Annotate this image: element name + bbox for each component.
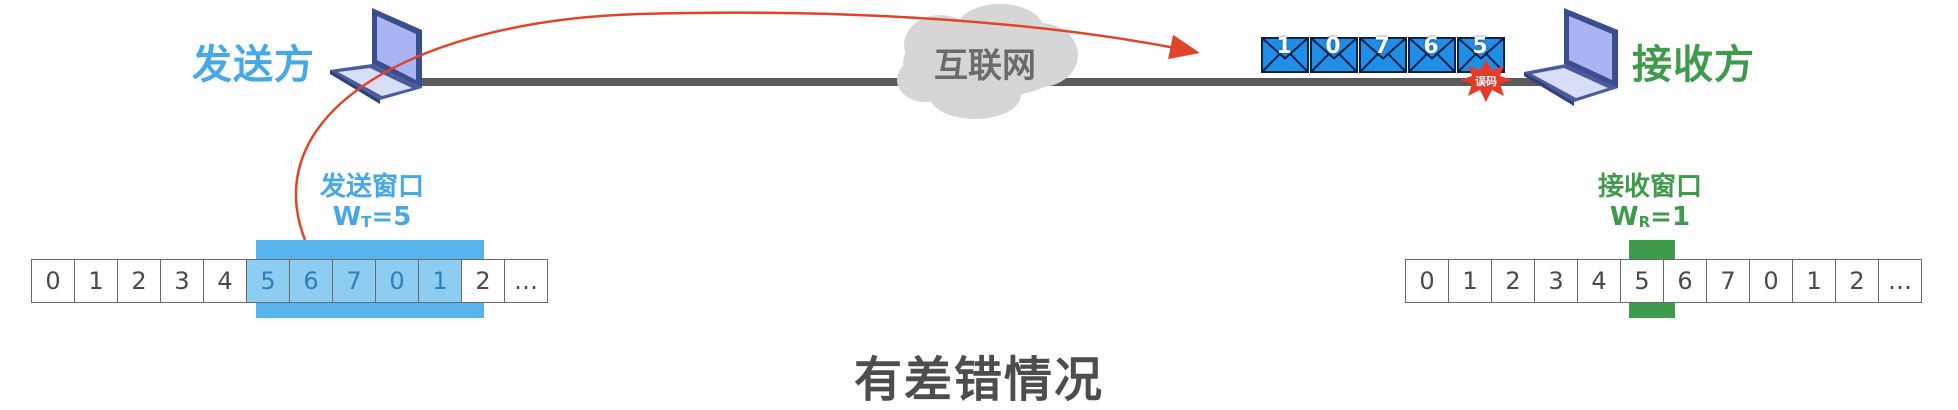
- sender-sequence-cell: …: [504, 259, 548, 303]
- receiver-sequence-cell: 3: [1534, 259, 1578, 303]
- sender-sequence-cell: 5: [246, 259, 290, 303]
- frame-number: 1: [1276, 34, 1292, 59]
- envelope-icon: [1408, 37, 1456, 73]
- receive-window-size-main: W: [1609, 202, 1639, 232]
- frame-number: 0: [1325, 34, 1341, 59]
- send-window-title: 发送窗口: [319, 172, 424, 202]
- sender-label: 发送方: [192, 42, 315, 88]
- sender-sequence-cell: 0: [31, 259, 75, 303]
- sender-sequence-cell: 1: [418, 259, 462, 303]
- receiver-sequence-cell: 1: [1792, 259, 1836, 303]
- receiver-sequence-cell: 7: [1706, 259, 1750, 303]
- error-badge-label: 误码: [1475, 75, 1497, 88]
- envelope-icon: [1310, 37, 1358, 73]
- sender-laptop-icon: [330, 8, 422, 104]
- sender-sequence-cell: 1: [74, 259, 118, 303]
- send-window-size: WT=5: [262, 202, 482, 232]
- receiver-sequence-cell: 0: [1749, 259, 1793, 303]
- receiver-sequence-cell: 5: [1620, 259, 1664, 303]
- frames-group: [1261, 37, 1505, 73]
- receive-window-size-value: =1: [1650, 202, 1691, 232]
- frame-number: 6: [1423, 34, 1439, 59]
- error-burst-icon: [1460, 60, 1512, 102]
- envelope-icon: [1261, 37, 1309, 73]
- receive-window-size: WR=1: [1560, 202, 1740, 232]
- send-window-size-value: =5: [371, 202, 412, 232]
- frame-number: 7: [1374, 34, 1390, 59]
- sender-sequence-cell: 6: [289, 259, 333, 303]
- network-diagram: [294, 4, 1618, 241]
- receiver-sequence-cell: 2: [1491, 259, 1535, 303]
- cloud-icon: [897, 4, 1078, 119]
- curved-arrow-icon: [294, 11, 1200, 241]
- receiver-sequence-cell: 6: [1663, 259, 1707, 303]
- frame-number: 5: [1472, 34, 1488, 59]
- send-window-size-sub: T: [361, 213, 372, 231]
- receiver-sequence-cell: …: [1878, 259, 1922, 303]
- send-window-size-main: W: [332, 202, 362, 232]
- receiver-sequence-cell: 0: [1405, 259, 1449, 303]
- envelope-icon: [1359, 37, 1407, 73]
- sender-sequence-cell: 3: [160, 259, 204, 303]
- receiver-sequence-cell: 2: [1835, 259, 1879, 303]
- receive-window-size-sub: R: [1638, 213, 1651, 231]
- receiver-laptop-icon: [1524, 8, 1618, 106]
- sender-sequence-cell: 4: [203, 259, 247, 303]
- sender-sequence-cell: 2: [461, 259, 505, 303]
- sender-sequence-cell: 0: [375, 259, 419, 303]
- caption: 有差错情况: [853, 352, 1104, 408]
- sender-sequence-cell: 2: [117, 259, 161, 303]
- receive-window-title: 接收窗口: [1597, 172, 1702, 202]
- envelope-icon: [1457, 37, 1505, 73]
- sender-sequence-cell: 7: [332, 259, 376, 303]
- receiver-sequence-cell: 4: [1577, 259, 1621, 303]
- receiver-sequence-cell: 1: [1448, 259, 1492, 303]
- network-label: 互联网: [934, 46, 1036, 86]
- receiver-label: 接收方: [1632, 42, 1755, 88]
